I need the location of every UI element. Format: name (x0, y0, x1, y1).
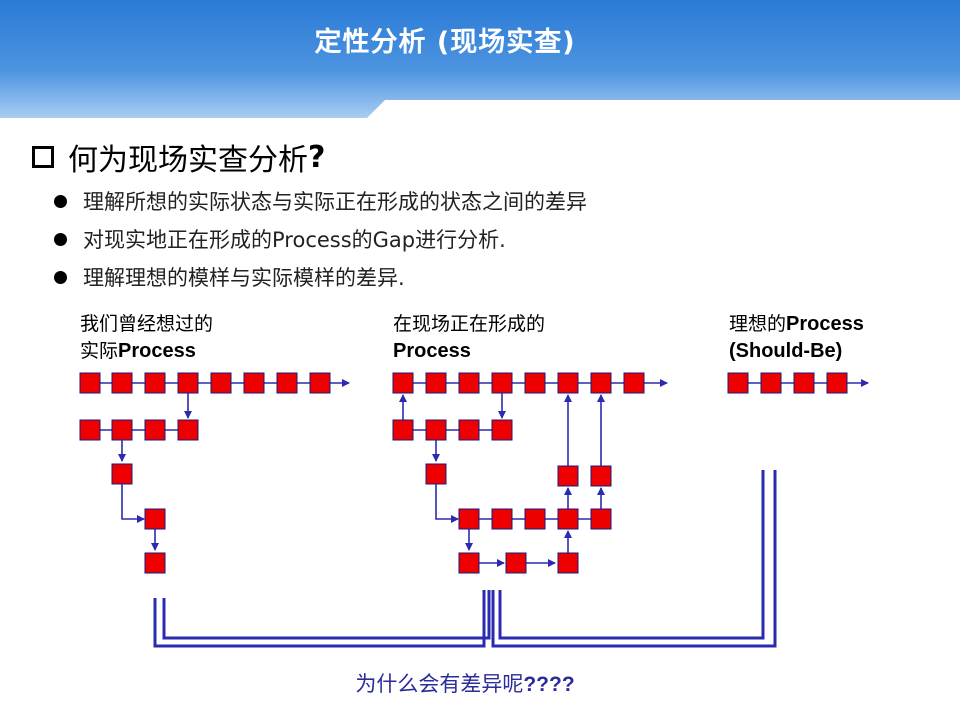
slide-header: 定性分析 (现场实查) (0, 0, 960, 118)
gap-bracket-line (162, 590, 491, 640)
section-heading: 何为现场实查分析 ? (32, 135, 325, 179)
label-line: 在现场正在形成的 (393, 313, 546, 335)
process-step-node (144, 372, 166, 394)
bullet-icon (54, 232, 67, 246)
process-step-node (590, 372, 612, 394)
process-step-node (491, 419, 513, 441)
bullet-text: 理解理想的模样与实际模样的差异. (83, 266, 405, 290)
page-title: 定性分析 (现场实查) (314, 27, 576, 58)
process-step-node (425, 463, 447, 485)
process-step-node (111, 463, 133, 485)
footer-question: 为什么会有差异呢???? (355, 672, 575, 696)
process-step-node (491, 372, 513, 394)
process-step-node (79, 419, 101, 441)
label-line: (Should-Be) (729, 340, 843, 362)
process-step-node (458, 419, 480, 441)
process-step-node (557, 465, 579, 487)
label-line: 实际Process (80, 340, 196, 362)
flow-arrow (435, 484, 459, 523)
process-step-node (144, 419, 166, 441)
bullet-icon (54, 194, 67, 208)
process-step-node (760, 372, 782, 394)
flow-arrow (121, 484, 145, 523)
process-step-node (111, 419, 133, 441)
process-step-node (557, 508, 579, 530)
bullet-list: 理解所想的实际状态与实际正在形成的状态之间的差异 对现实地正在形成的Proces… (54, 182, 587, 296)
thought-process-label: 我们曾经想过的 实际Process (80, 311, 213, 365)
process-step-node (144, 552, 166, 574)
process-step-node (177, 372, 199, 394)
process-step-node (793, 372, 815, 394)
heading-mark: ? (308, 139, 326, 175)
process-step-node (79, 372, 101, 394)
heading-text: 何为现场实查分析 (68, 143, 308, 178)
bullet-icon (54, 270, 67, 284)
bullet-text: 理解所想的实际状态与实际正在形成的状态之间的差异 (83, 190, 587, 214)
process-step-node (727, 372, 749, 394)
process-step-node (144, 508, 166, 530)
process-step-node (524, 508, 546, 530)
process-step-node (505, 552, 527, 574)
process-step-node (557, 372, 579, 394)
process-step-node (590, 465, 612, 487)
process-step-node (458, 372, 480, 394)
process-step-node (458, 508, 480, 530)
process-step-node (392, 419, 414, 441)
ideal-process-label: 理想的Process (Should-Be) (729, 311, 864, 365)
process-step-node (309, 372, 331, 394)
process-step-node (491, 508, 513, 530)
gap-bracket-line (491, 470, 777, 648)
process-step-node (243, 372, 265, 394)
gap-bracket-line (153, 590, 486, 648)
process-step-node (111, 372, 133, 394)
process-step-node (458, 552, 480, 574)
label-line: 理想的Process (729, 313, 864, 335)
process-step-node (276, 372, 298, 394)
label-line: 我们曾经想过的 (80, 313, 214, 335)
checkbox-icon (32, 146, 54, 168)
gap-bracket-line (498, 470, 765, 640)
process-step-node (177, 419, 199, 441)
header-background (0, 0, 960, 118)
process-step-node (392, 372, 414, 394)
list-item: 理解所想的实际状态与实际正在形成的状态之间的差异 (54, 182, 587, 220)
actual-process-label: 在现场正在形成的 Process (393, 311, 545, 365)
list-item: 理解理想的模样与实际模样的差异. (54, 258, 587, 296)
label-line: Process (393, 340, 471, 362)
process-step-node (425, 372, 447, 394)
process-step-node (557, 552, 579, 574)
list-item: 对现实地正在形成的Process的Gap进行分析. (54, 220, 587, 258)
process-step-node (826, 372, 848, 394)
bullet-text: 对现实地正在形成的Process的Gap进行分析. (83, 228, 506, 252)
process-step-node (210, 372, 232, 394)
process-step-node (524, 372, 546, 394)
process-step-node (425, 419, 447, 441)
process-step-node (590, 508, 612, 530)
process-step-node (623, 372, 645, 394)
